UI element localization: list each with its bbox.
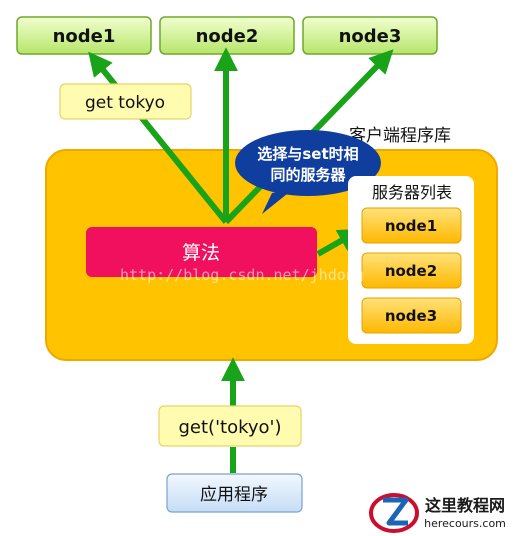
server-list-item: node2 [361,252,462,289]
application-label: 应用程序 [200,485,268,505]
server-list-title: 服务器列表 [372,183,452,202]
server-list-item-label: node3 [385,307,437,325]
server-node1-label: node1 [53,26,116,47]
server-node3: node3 [302,16,438,55]
bubble-line2: 同的服务器 [270,166,346,184]
server-list-item: node3 [361,297,462,334]
watermark-text: http://blog.csdn.net/jhdong [120,266,364,284]
server-node3-label: node3 [339,26,402,47]
logo-z-icon [383,497,409,526]
server-node2: node2 [159,16,295,55]
logo-ring-icon [369,493,419,533]
logo-text: 这里教程网 [425,496,505,515]
site-logo: 这里教程网 herecours.com [369,493,506,533]
application-box: 应用程序 [166,473,303,513]
get-tokyo-call-label: get('tokyo') [178,417,281,438]
get-tokyo-request-label: get tokyo [85,93,165,113]
client-library-label: 客户端程序库 [349,126,451,146]
server-list-item-label: node2 [385,262,437,280]
bubble-line1: 选择与set时相 [257,145,358,163]
get-tokyo-request-box: get tokyo [59,83,192,120]
algorithm-box [86,227,317,277]
server-node1: node1 [16,16,152,55]
logo-url: herecours.com [424,517,506,530]
server-list-item-label: node1 [385,217,437,235]
algorithm-label: 算法 [182,242,220,264]
get-tokyo-call-box: get('tokyo') [158,405,302,447]
arrow-to-server-list [316,228,363,257]
server-node2-label: node2 [196,26,259,47]
server-list-item: node1 [361,207,462,244]
speech-bubble: 选择与set时相 同的服务器 [235,130,381,214]
